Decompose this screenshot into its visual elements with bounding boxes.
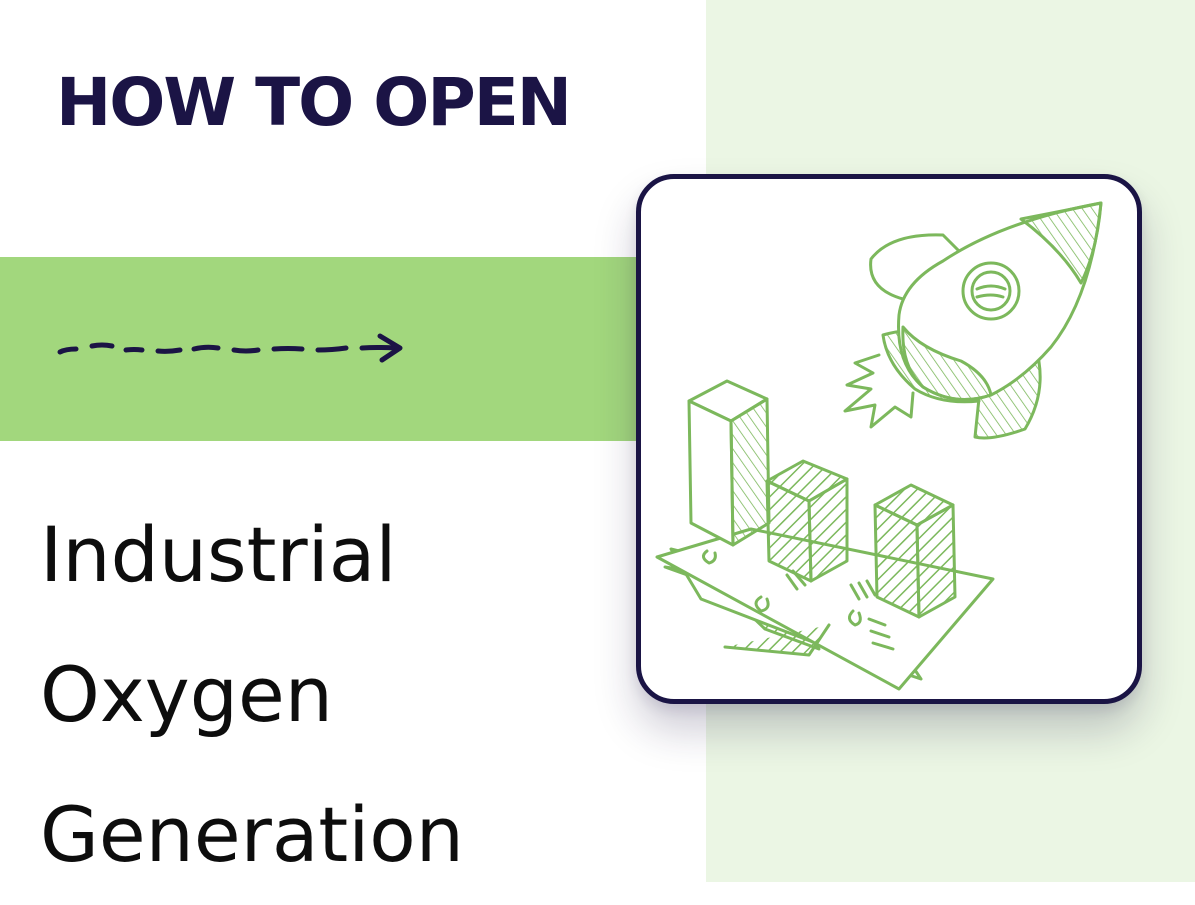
page-title: Industrial Oxygen Generation (40, 485, 464, 905)
title-line-3: Generation (40, 790, 464, 879)
dashed-arrow-right-icon (57, 333, 403, 363)
heading: HOW TO OPEN (56, 64, 572, 141)
illustration-card (636, 174, 1142, 704)
title-line-2: Oxygen (40, 650, 333, 739)
title-line-1: Industrial (40, 510, 397, 599)
rocket-and-bar-chart-illustration (655, 201, 1103, 691)
